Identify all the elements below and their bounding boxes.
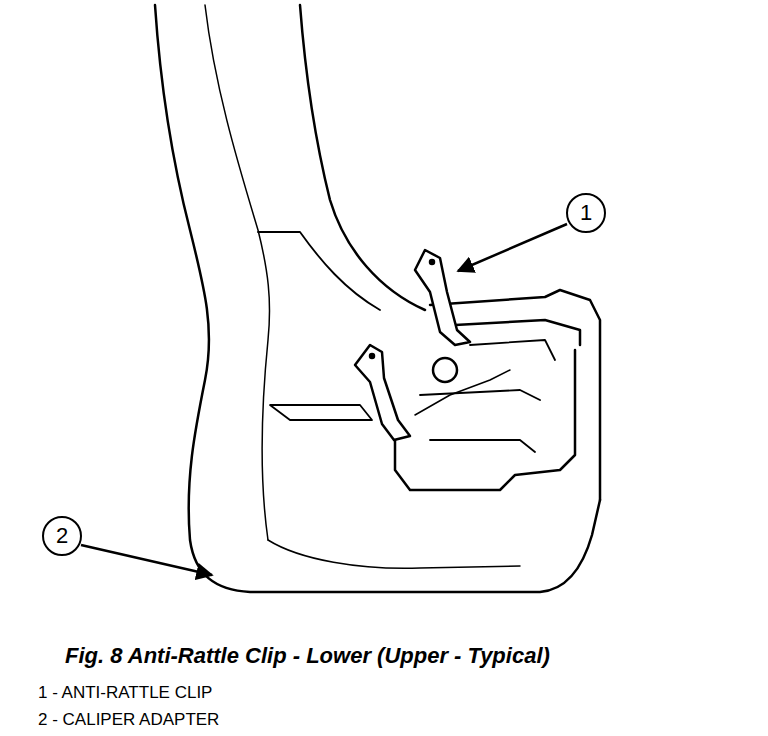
callout-circle: 2 [42, 516, 82, 556]
caliper-adapter-drawing [155, 5, 600, 592]
part-key: 1 - ANTI-RATTLE CLIP [38, 683, 212, 703]
leader-arrow [81, 545, 212, 575]
callout-number: 2 [56, 525, 68, 547]
leader-arrow [458, 224, 567, 271]
anti-rattle-clip-drawing [355, 250, 470, 440]
figure-caption: Fig. 8 Anti-Rattle Clip - Lower (Upper -… [65, 643, 550, 669]
callout-number: 1 [580, 202, 592, 224]
callout-circle: 1 [566, 193, 606, 233]
part-key: 2 - CALIPER ADAPTER [38, 710, 219, 730]
